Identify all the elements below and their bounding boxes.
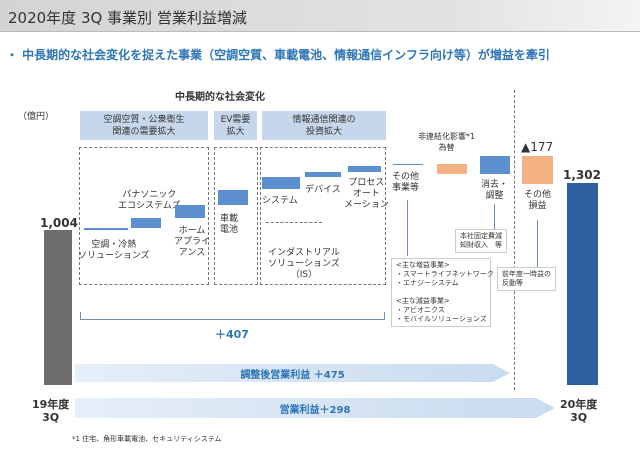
connector-line bbox=[494, 204, 495, 229]
is-bracket bbox=[266, 222, 322, 223]
connector-line bbox=[407, 200, 408, 256]
is-label: インダストリアル ソリューションズ （IS） bbox=[268, 248, 340, 280]
headline: ・ 中長期的な社会変化を捉えた事業（空調空質、車載電池、情報通信インフラ向け等）… bbox=[6, 48, 550, 62]
bar-step-6 bbox=[348, 166, 381, 172]
subtotal-bracket bbox=[80, 312, 385, 320]
connector-line bbox=[537, 220, 538, 268]
bar-step-9 bbox=[480, 156, 510, 174]
bar-step-8 bbox=[437, 164, 467, 174]
bar-step-1 bbox=[131, 218, 161, 228]
group-title: 中長期的な社会変化 bbox=[175, 92, 265, 103]
bar-step-10 bbox=[522, 156, 553, 184]
step-label-7: その他 事業等 bbox=[392, 172, 420, 193]
group-box-hvac bbox=[79, 147, 209, 285]
step-label-10: その他 損益 bbox=[524, 190, 552, 211]
category-ict: 情報通信関連の 投資拡大 bbox=[262, 111, 386, 140]
bar-start bbox=[44, 230, 72, 385]
end-label: 20年度 3Q bbox=[560, 398, 598, 424]
step-value-10: ▲177 bbox=[521, 140, 554, 154]
end-value: 1,302 bbox=[563, 168, 601, 182]
bar-step-7 bbox=[393, 164, 423, 165]
page-title: 2020年度 3Q 事業別 営業利益増減 bbox=[8, 9, 247, 27]
step-label-9: 消去・ 調整 bbox=[481, 180, 509, 201]
step-label-8: 非連結化影響*1 為替 bbox=[418, 132, 476, 152]
step-label-1: パナソニック エコシステムズ bbox=[118, 190, 181, 211]
bar-step-4 bbox=[262, 177, 300, 189]
step-label-4: システム bbox=[262, 196, 298, 206]
step-label-5: デバイス bbox=[305, 185, 341, 195]
bar-step-0 bbox=[84, 228, 128, 230]
start-label: 19年度 3Q bbox=[32, 398, 70, 424]
operating-label: 営業利益＋298 bbox=[279, 404, 351, 416]
adjusted-arrow: 調整後営業利益 ＋475 bbox=[75, 364, 510, 382]
bar-step-3 bbox=[218, 190, 248, 205]
start-value: 1,004 bbox=[40, 216, 78, 230]
step-label-2: ホーム アプライ アンス bbox=[174, 226, 211, 258]
note-segments: <主な増益事業> ・スマートライフネットワーク ・エナジーシステム <主な減益事… bbox=[391, 258, 494, 327]
operating-arrow: 営業利益＋298 bbox=[75, 398, 555, 418]
bar-end bbox=[567, 183, 598, 385]
bar-step-2 bbox=[175, 205, 205, 218]
footnote: *1 住宅、角形車載電池、セキュリティシステム bbox=[72, 435, 222, 443]
step-label-0: 空調・冷熱 ソリューションズ bbox=[78, 240, 150, 261]
adjusted-label: 調整後営業利益 ＋475 bbox=[240, 369, 345, 381]
unit-label: （億円） bbox=[18, 112, 55, 122]
category-hvac: 空調空質・公衆衛生 関連の需要拡大 bbox=[80, 111, 208, 140]
note-prior: 前年度一時益の 反動等 bbox=[497, 267, 556, 291]
group-box-ict bbox=[260, 147, 386, 285]
subtotal-label: ＋407 bbox=[215, 328, 249, 341]
category-ev: EV需要 拡大 bbox=[214, 111, 257, 140]
note-hq: 本社固定費減 知財収入 等 bbox=[455, 229, 507, 253]
group-box-ev bbox=[214, 147, 258, 285]
step-label-3: 車載 電池 bbox=[220, 214, 239, 235]
bar-step-5 bbox=[305, 172, 341, 177]
separator bbox=[514, 90, 515, 390]
header-band bbox=[0, 0, 640, 32]
step-label-6: プロセス オート メーション bbox=[344, 178, 389, 210]
